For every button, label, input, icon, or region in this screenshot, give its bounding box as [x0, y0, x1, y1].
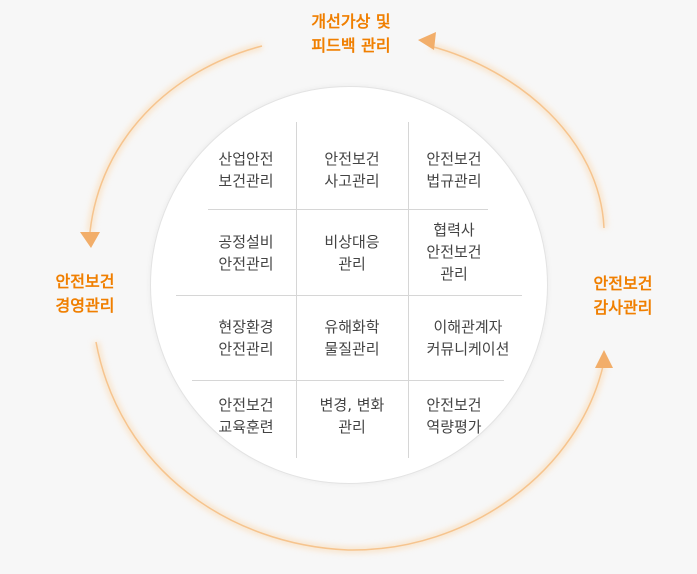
arc-bottom	[95, 341, 605, 551]
arrowhead-top-icon	[418, 32, 436, 50]
grid-divider-h1	[208, 209, 488, 210]
cell-stakeholder-communication: 이해관계자 커뮤니케이션	[426, 318, 510, 358]
grid-divider-h3	[192, 380, 504, 381]
arrowhead-right-icon	[595, 350, 613, 368]
label-improvement-feedback: 개선가상 및 피드백 관리	[311, 12, 391, 55]
arrowhead-left-icon	[80, 232, 100, 248]
cell-change-management: 변경, 변화 관리	[319, 396, 385, 436]
grid-divider-v1	[296, 122, 297, 458]
cell-hazardous-chemicals: 유해화학 물질관리	[324, 318, 380, 358]
cell-emergency-response: 비상대응 관리	[324, 233, 380, 273]
arc-top-left	[89, 45, 263, 233]
cell-accident-management: 안전보건 사고관리	[324, 150, 380, 190]
arc-top-right	[429, 45, 605, 229]
cell-site-environment: 현장환경 안전관리	[218, 318, 274, 358]
grid-divider-h2	[176, 295, 522, 296]
cell-law-management: 안전보건 법규관리	[426, 150, 482, 190]
cell-industrial-safety: 산업안전 보건관리	[218, 150, 274, 190]
label-management: 안전보건 경영관리	[55, 272, 115, 315]
grid-divider-v2	[408, 122, 409, 458]
cell-competency-evaluation: 안전보건 역량평가	[426, 396, 482, 436]
label-audit: 안전보건 감사관리	[593, 274, 653, 317]
cell-partner-safety: 협력사 안전보건 관리	[426, 221, 482, 283]
center-circle	[150, 86, 548, 484]
cell-education-training: 안전보건 교육훈련	[218, 396, 274, 436]
cell-process-equipment: 공정설비 안전관리	[218, 233, 274, 273]
